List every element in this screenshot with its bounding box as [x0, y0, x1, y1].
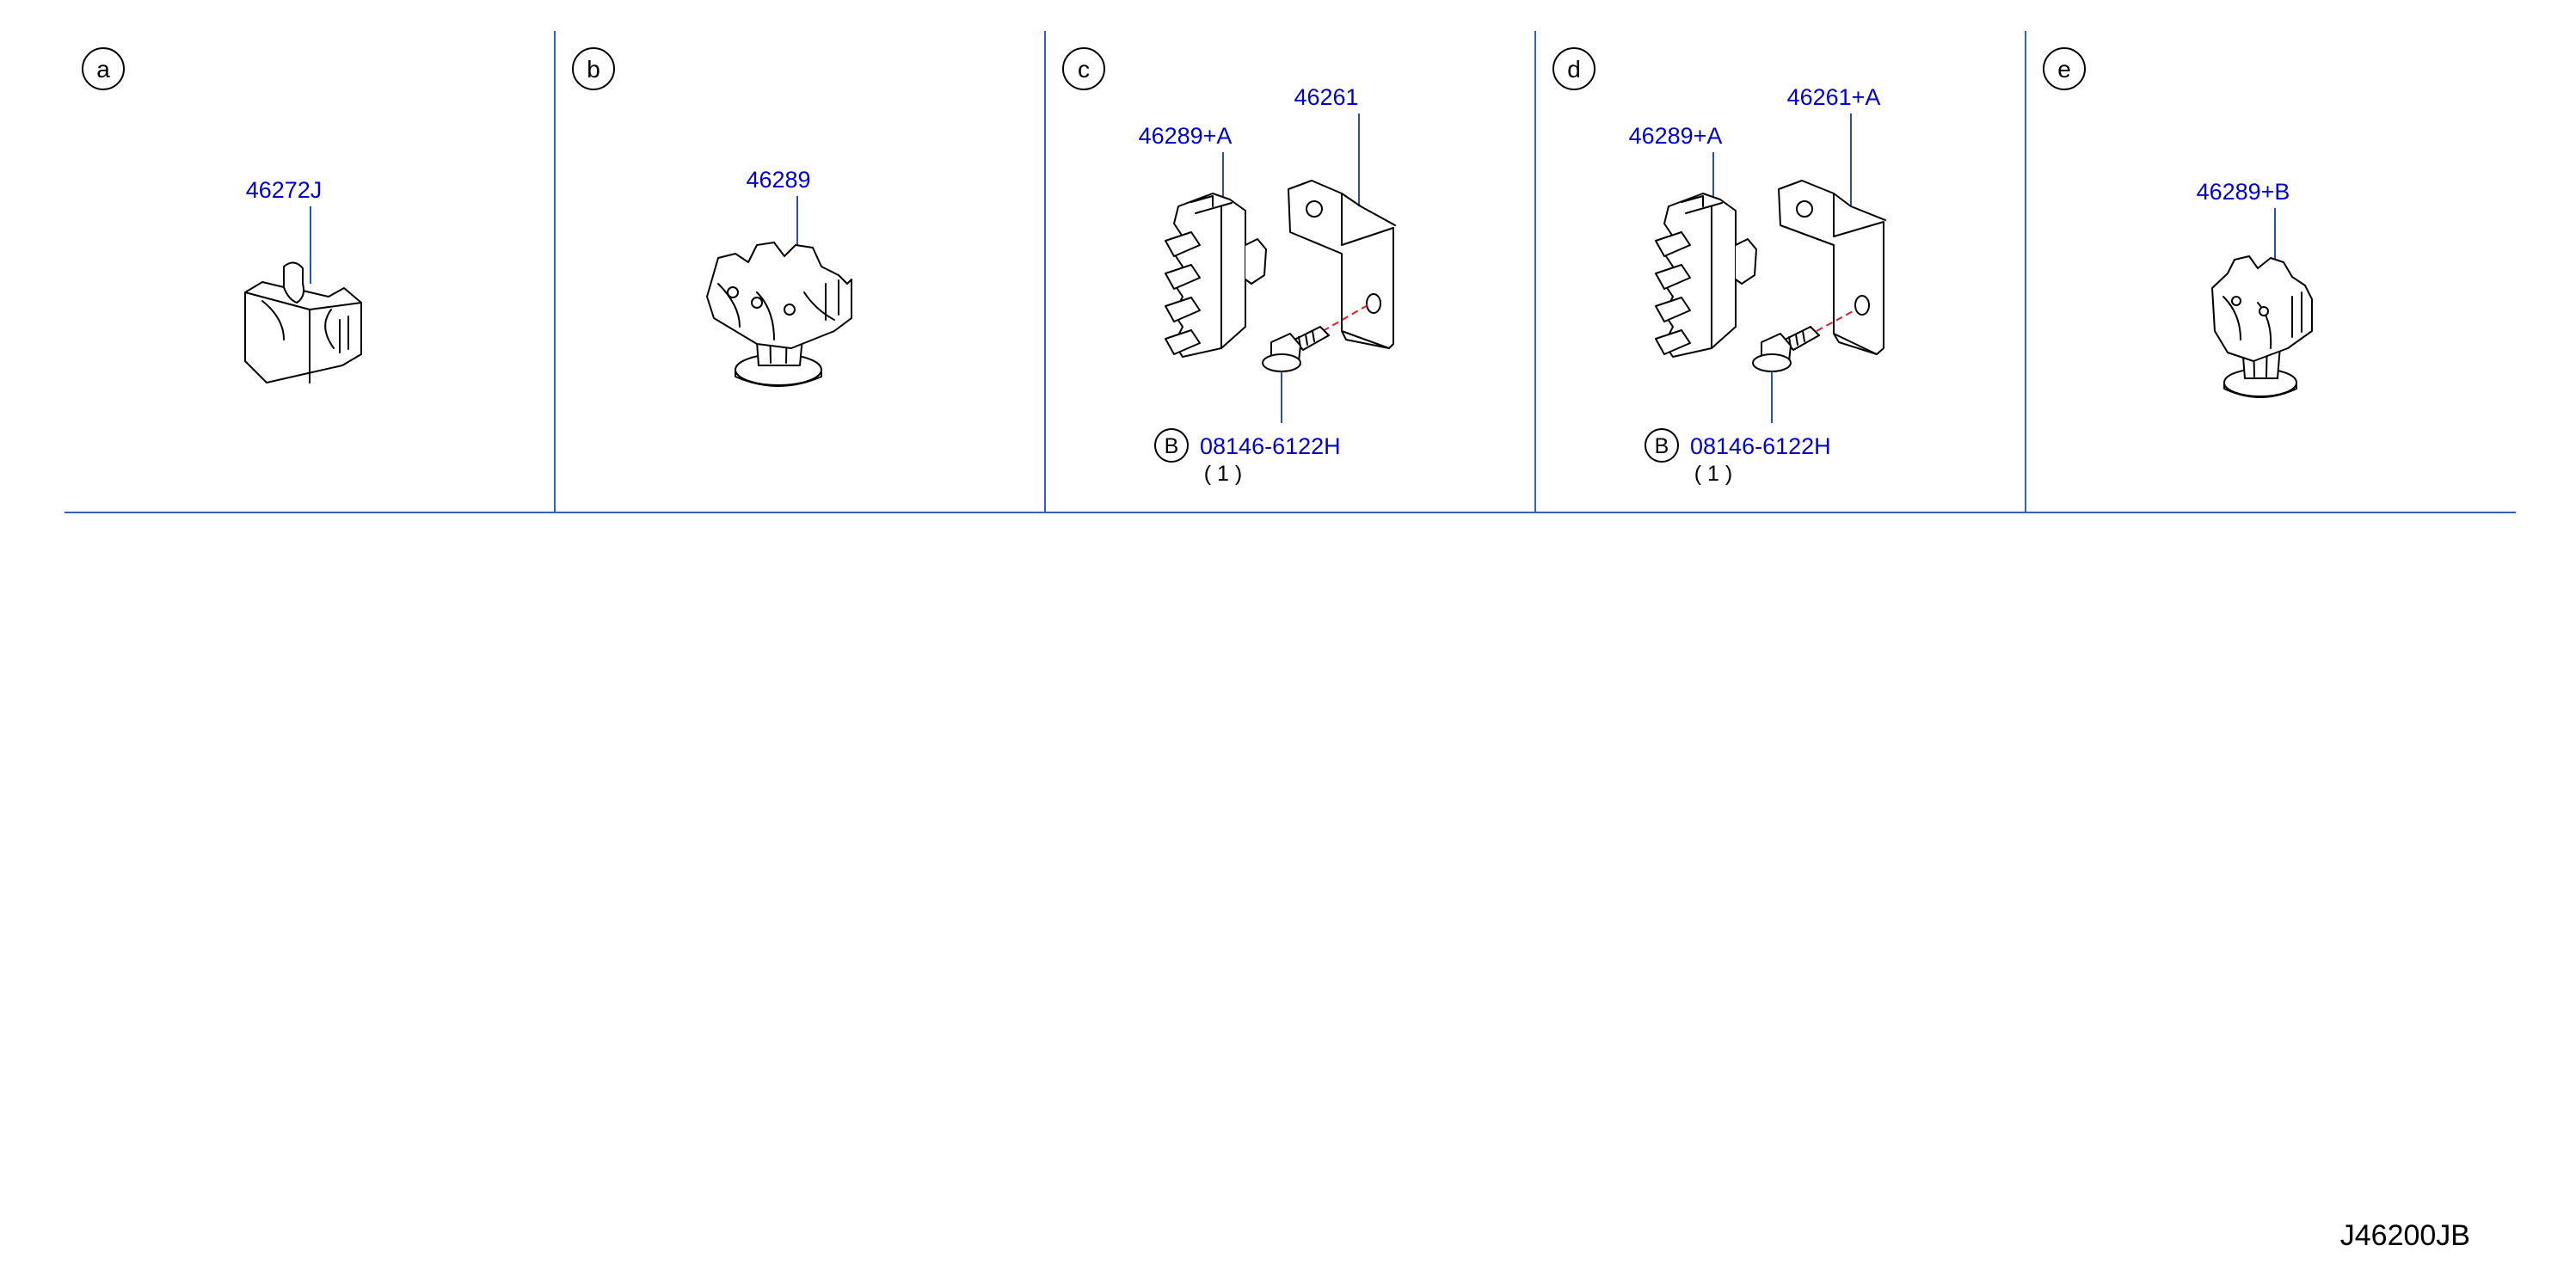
bolt-08146-drawing — [1752, 309, 1857, 372]
clip-46289b-drawing — [2211, 255, 2313, 398]
part-label-46261a: 46261+A — [1787, 84, 1881, 110]
bracket-46261a-drawing — [1778, 180, 1886, 355]
panel-a: a 46272J — [82, 47, 362, 383]
bolt-08146-drawing — [1262, 304, 1368, 372]
bolt-marker: B — [1655, 434, 1669, 458]
diagram-reference-code: J46200JB — [2340, 1219, 2470, 1252]
bolt-marker-circle — [1645, 428, 1679, 463]
clip-46289-drawing — [706, 242, 852, 387]
panel-letter: c — [1078, 56, 1090, 83]
part-label-46289a: 46289+A — [1139, 123, 1233, 149]
bolt-marker-circle — [1154, 428, 1189, 463]
panel-letter-circle — [82, 47, 125, 90]
part-quantity: ( 1 ) — [1694, 462, 1732, 486]
panel-b: b 46289 — [572, 47, 852, 387]
panel-d: d 46289+A 46261+A — [1552, 47, 1886, 486]
part-label-08146-6122h: 08146-6122H — [1200, 433, 1341, 459]
panel-letter: e — [2057, 56, 2071, 83]
panel-letter: d — [1567, 56, 1581, 83]
part-label-46289: 46289 — [746, 167, 810, 193]
panel-letter: a — [96, 56, 110, 83]
panel-c: c 46289+A 46261 — [1062, 47, 1396, 486]
clip-46272j-drawing — [244, 261, 362, 383]
panel-letter-circle — [572, 47, 615, 90]
panel-letter-circle — [1062, 47, 1105, 90]
bracket-46261-drawing — [1288, 180, 1396, 349]
part-label-46261: 46261 — [1294, 84, 1358, 110]
clip-46289a-drawing — [1165, 193, 1267, 358]
part-label-08146-6122h: 08146-6122H — [1690, 433, 1831, 459]
part-label-46272j: 46272J — [246, 177, 323, 203]
part-label-46289b: 46289+B — [2197, 179, 2290, 205]
panel-letter: b — [587, 56, 600, 83]
panel-letter-circle — [2043, 47, 2086, 90]
part-label-46289a: 46289+A — [1629, 123, 1723, 149]
panel-dividers — [65, 31, 2516, 513]
panel-letter-circle — [1552, 47, 1595, 90]
bolt-marker: B — [1165, 434, 1179, 458]
part-quantity: ( 1 ) — [1204, 462, 1242, 486]
clip-46289a-drawing — [1655, 193, 1757, 358]
panel-e: e 46289+B — [2043, 47, 2313, 398]
